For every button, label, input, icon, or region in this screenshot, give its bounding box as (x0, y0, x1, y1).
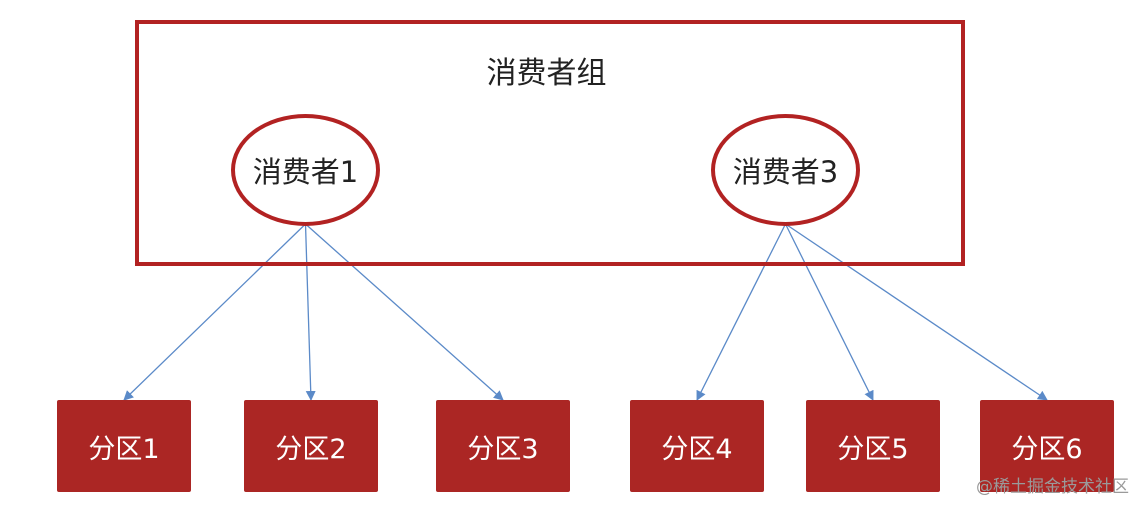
watermark: @稀土掘金技术社区 (976, 477, 1129, 497)
arrow-c3-p5 (784, 223, 874, 401)
arrow-c1-p2 (304, 223, 316, 401)
partition-2: 分区2 (244, 400, 378, 492)
partition-4: 分区4 (630, 400, 764, 492)
partition-5: 分区5 (806, 400, 940, 492)
arrow-c1-p3 (305, 223, 504, 401)
partition-3: 分区3 (436, 400, 570, 492)
consumer-group-title: 消费者组 (486, 56, 607, 91)
consumer-group-box (135, 20, 965, 266)
partition-6: 分区6 (980, 400, 1114, 492)
arrow-c3-p6 (785, 223, 1048, 401)
arrow-c1-p1 (123, 223, 306, 401)
consumer-node-1: 消费者1 (231, 114, 380, 226)
consumer-node-3: 消费者3 (711, 114, 860, 226)
arrow-c3-p4 (696, 223, 787, 401)
partition-1: 分区1 (57, 400, 191, 492)
